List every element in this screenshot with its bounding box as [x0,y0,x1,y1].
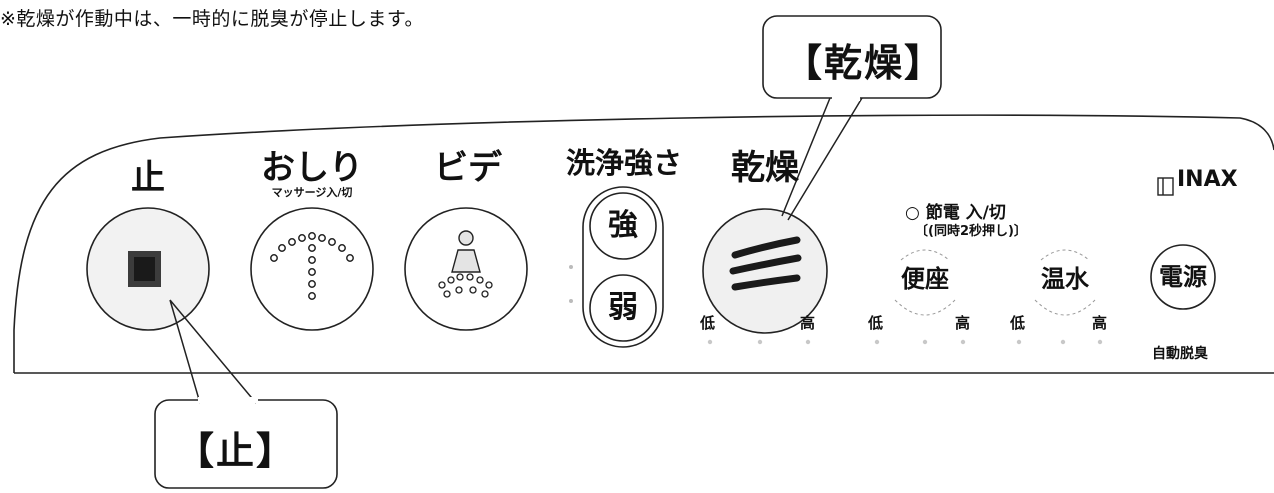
stop-button[interactable] [87,208,209,330]
stop-label: 止 [131,158,165,198]
dry-high-label: 高 [800,314,816,332]
power-save-label: ○ 節電 入/切 [905,203,1006,223]
dry-deodorize-note: ※乾燥が作動中は、一時的に脱臭が停止します。 [0,8,425,30]
power-save-hint: 〔(同時2秒押し)〕 [915,224,1027,239]
seat-high-label: 高 [955,314,971,332]
power-button[interactable]: 電源 [1159,263,1207,291]
dry-callout-label: 【乾燥】 [784,41,945,85]
oshiri-massage-sublabel: マッサージ入/切 [271,186,353,199]
water-high-label: 高 [1092,314,1108,332]
seat-low-label: 低 [868,314,884,332]
oshiri-label: おしり [261,148,363,188]
wash-strength-label: 洗浄強さ [565,146,682,180]
weak-button[interactable]: 弱 [608,290,638,325]
water-low-label: 低 [1010,314,1026,332]
auto-deodorize-label: 自動脱臭 [1152,346,1208,362]
inax-logo: INAX [1177,167,1238,192]
dry-low-label: 低 [700,314,716,332]
dry-label: 乾燥 [731,148,799,188]
strong-button[interactable]: 強 [608,208,638,243]
seat-button[interactable]: 便座 [901,265,949,293]
water-button[interactable]: 温水 [1041,265,1089,293]
oshiri-button[interactable] [251,208,373,330]
stop-callout-label: 【止】 [176,429,297,473]
bidet-label: ビデ [434,148,502,188]
bidet-button[interactable] [405,208,527,330]
